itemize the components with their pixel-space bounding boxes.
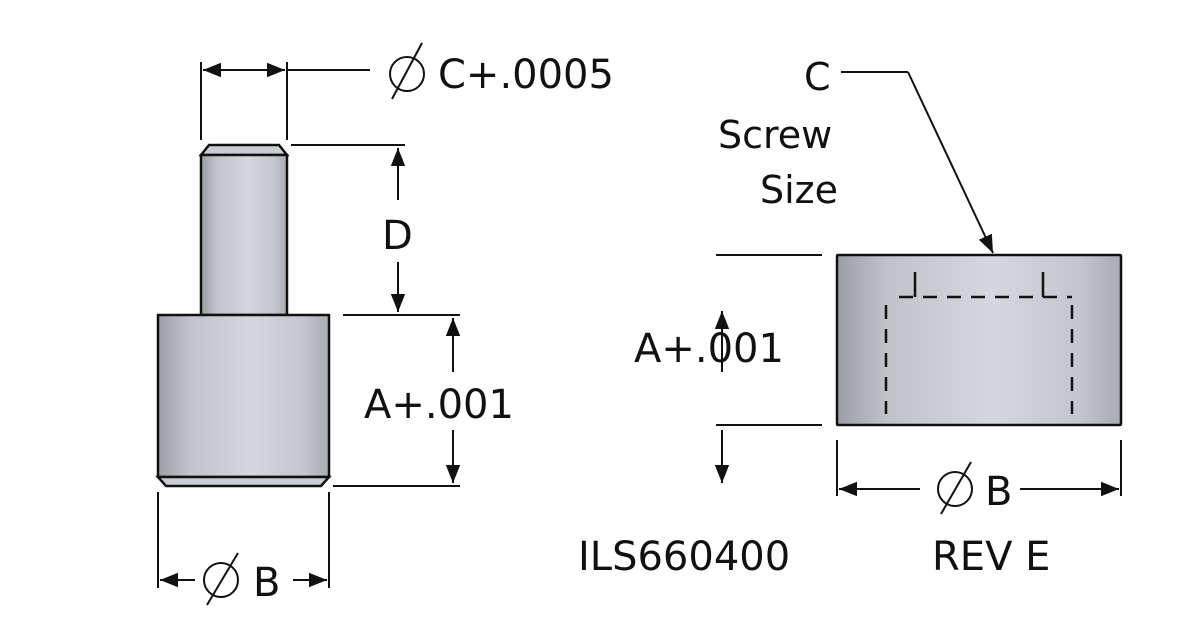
right-view: C Screw Size A+.001 B (634, 55, 1123, 515)
dim-d: D (291, 144, 413, 312)
part-number: ILS660400 (578, 534, 790, 580)
pin-shank (198, 143, 290, 317)
diameter-symbol-icon (203, 552, 239, 606)
dim-a-right-label: A+.001 (634, 326, 784, 372)
diameter-symbol-icon (389, 42, 425, 100)
dim-d-label: D (382, 213, 413, 259)
dim-b-right: B (836, 440, 1122, 515)
left-view: C+.0005 D A+.001 B (155, 42, 614, 606)
callout-line2: Size (760, 168, 838, 212)
dim-c-label: C+.0005 (438, 52, 614, 98)
dim-b-left: B (157, 492, 330, 606)
dim-b-left-label: B (253, 560, 280, 606)
callout-screw-size: C Screw Size (718, 55, 994, 254)
dim-a-right: A+.001 (634, 254, 822, 483)
diameter-symbol-icon (937, 461, 973, 515)
callout-letter: C (804, 55, 831, 99)
callout-line1: Screw (718, 113, 832, 157)
dim-a-left-label: A+.001 (364, 382, 514, 428)
dim-a-left: A+.001 (333, 314, 514, 487)
dim-b-right-label: B (985, 469, 1012, 515)
hidden-hole-lines (884, 272, 1074, 414)
pin-body (155, 313, 332, 488)
revision: REV E (932, 534, 1050, 580)
cylinder-body (835, 253, 1123, 427)
dim-c: C+.0005 (200, 42, 614, 140)
